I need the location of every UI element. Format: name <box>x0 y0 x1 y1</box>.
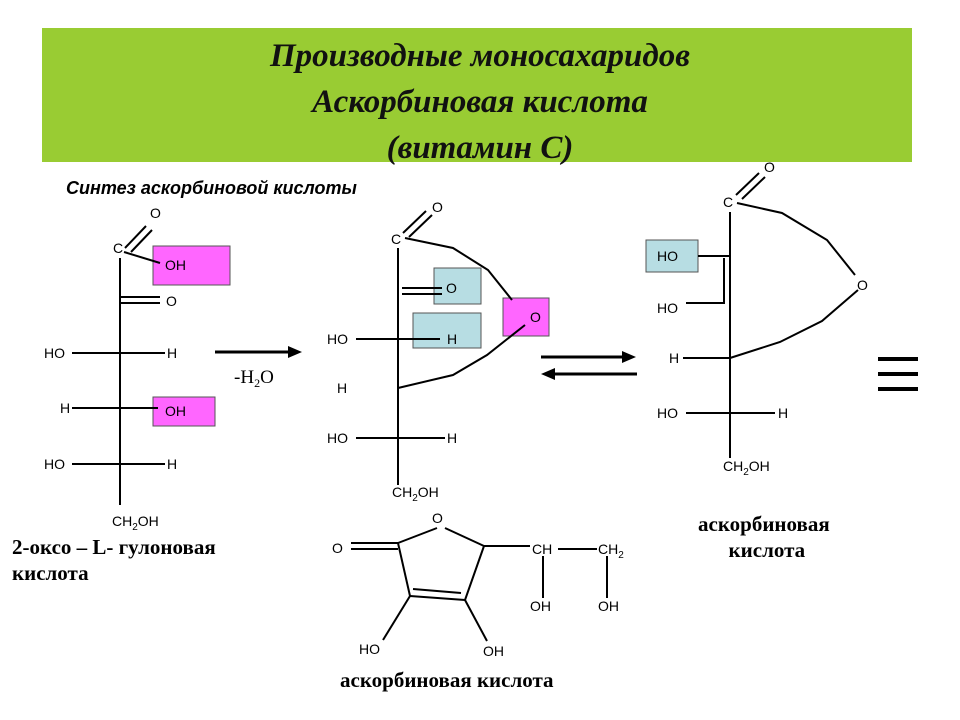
atom-ho: HO <box>327 331 348 347</box>
ring-o-highlight <box>502 297 550 337</box>
synthesis-subtitle: Синтез аскорбиновой кислоты <box>66 178 357 198</box>
ascorbic-right-caption-line-2: кислота <box>728 538 806 563</box>
ascorbic-acid-ring-structure <box>351 527 608 642</box>
ho-highlight-cyan <box>645 239 699 273</box>
atom-ho: HO <box>657 300 678 316</box>
o-highlight-cyan <box>433 267 482 305</box>
atom-h: H <box>778 405 788 421</box>
atom-ch: CH <box>532 541 552 557</box>
oh-highlight-bottom <box>152 396 216 427</box>
gulonic-caption-line-2: кислота <box>12 561 89 586</box>
atom-ch2oh: CH2OH <box>392 484 439 504</box>
lactone-intermediate-structure <box>356 210 550 485</box>
atom-h: H <box>447 430 457 446</box>
identity-sign-bar-2 <box>878 372 918 376</box>
oh-highlight-top <box>152 245 231 286</box>
atom-h: H <box>447 331 457 347</box>
atom-o: O <box>332 540 343 556</box>
atom-ho: HO <box>657 405 678 421</box>
atom-ch2oh: CH2OH <box>112 513 159 533</box>
atom-ho: HO <box>44 456 65 472</box>
atom-oh: OH <box>598 598 619 614</box>
identity-sign-bar-3 <box>878 387 918 391</box>
atom-o: O <box>764 159 775 175</box>
atom-ho: HO <box>359 641 380 657</box>
gulonic-acid-caption: 2-оксо – L- гулоновая кислота <box>12 534 216 587</box>
ascorbic-right-caption-line-1: аскорбиновая <box>698 512 830 536</box>
atom-ho: HO <box>327 430 348 446</box>
atom-h: H <box>167 456 177 472</box>
atom-o: O <box>432 510 443 526</box>
atom-o: O <box>166 293 177 309</box>
atom-h: H <box>337 380 347 396</box>
atom-o: O <box>446 280 457 296</box>
ascorbic-acid-fischer-structure <box>645 172 859 458</box>
page-title-line-3: (витамин С) <box>386 130 574 166</box>
atom-o: O <box>857 277 868 293</box>
atom-ho: HO <box>44 345 65 361</box>
page-title-line-1: Производные моносахаридов <box>269 38 690 74</box>
identity-sign-bar-1 <box>878 357 918 361</box>
reaction-arrow <box>215 346 302 358</box>
atom-c: C <box>113 240 123 256</box>
atom-c: C <box>391 231 401 247</box>
equilibrium-arrows <box>541 351 637 380</box>
atom-h: H <box>167 345 177 361</box>
atom-c: C <box>723 194 733 210</box>
gulonic-caption-line-1: 2-оксо – L- гулоновая <box>12 535 216 559</box>
ascorbic-acid-bottom-caption: аскорбиновая кислота <box>340 668 554 692</box>
atom-ch2oh: CH2OH <box>723 458 770 478</box>
atom-ch2: CH2 <box>598 541 624 561</box>
atom-h: H <box>669 350 679 366</box>
minus-water-label: -H2O <box>234 367 274 390</box>
gulonic-acid-structure <box>72 225 231 505</box>
atom-oh: OH <box>483 643 504 659</box>
h-highlight-cyan <box>412 312 482 349</box>
atom-h: H <box>60 400 70 416</box>
atom-oh: OH <box>165 257 186 273</box>
atom-o: O <box>150 205 161 221</box>
atom-oh: OH <box>165 403 186 419</box>
atom-ho: HO <box>657 248 678 264</box>
ascorbic-acid-right-caption: аскорбиновая кислота <box>698 511 830 564</box>
atom-oh: OH <box>530 598 551 614</box>
atom-o: O <box>432 199 443 215</box>
page-title-line-2: Аскорбиновая кислота <box>312 84 648 120</box>
title-banner <box>42 28 912 162</box>
atom-o: O <box>530 309 541 325</box>
